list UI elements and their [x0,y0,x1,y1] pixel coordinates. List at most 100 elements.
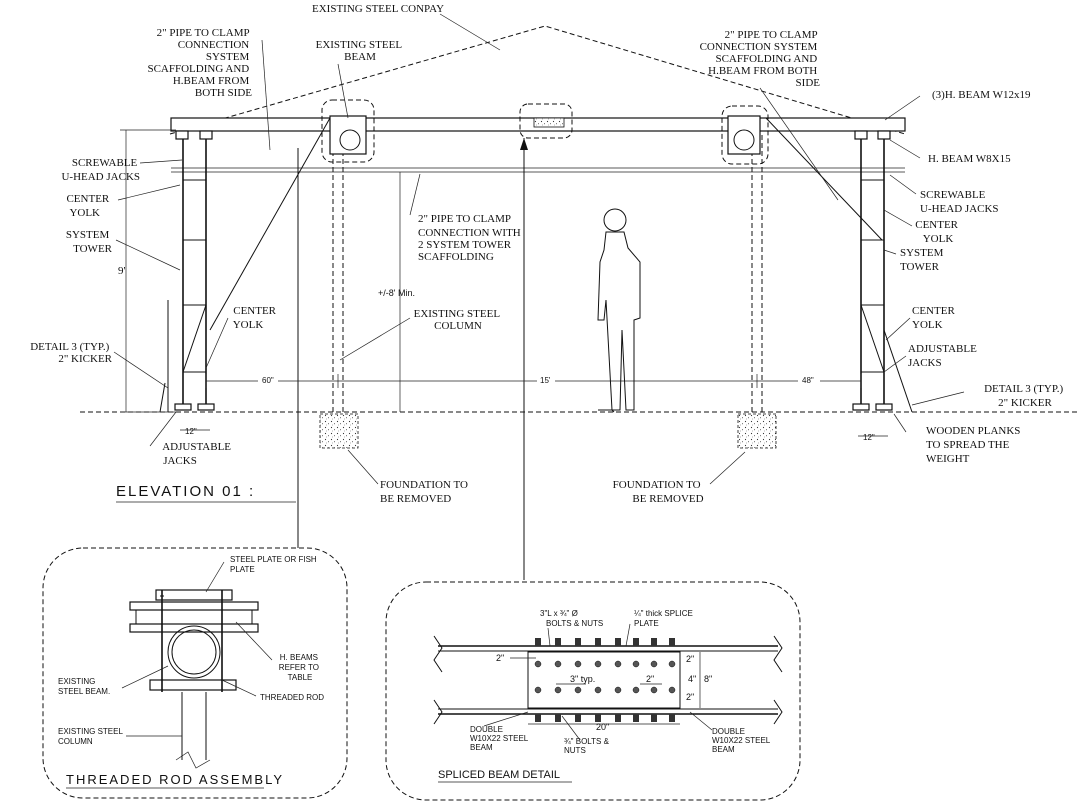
dim-splice-4: 4" [688,674,696,684]
bolt-hole [668,660,676,668]
dim-clear-height-text: +/-8' Min. [378,288,415,298]
bolt-hole [554,686,562,694]
bolt [669,638,675,646]
label-h-beam-w8: H. BEAM W8X15 [928,153,1011,165]
label-h-beams-table: H. BEAMS REFER TO TABLE [279,653,321,682]
bolt-hole [594,686,602,694]
label-steel-plate: STEEL PLATE OR FISH PLATE [230,555,319,574]
dim-base-right: 12" [863,433,875,442]
dim-splice-3-typ: 3" typ. [570,674,595,684]
dim-splice-2-r1: 2" [686,654,694,664]
dim-span-left: 60" [262,376,274,385]
label-center-yolk-left-bot: CENTER YOLK [233,305,279,331]
threaded-rod-title: THREADED ROD ASSEMBLY [66,772,284,787]
label-foundation-right: FOUNDATION TO BE REMOVED [613,479,704,505]
label-adj-jacks-right: ADJUSTABLE JACKS [908,343,980,369]
bolt-hole [554,660,562,668]
bolt [595,714,601,722]
label-system-tower-left: SYSTEM TOWER [66,229,113,255]
label-wooden-planks: WOODEN PLANKS TO SPREAD THE WEIGHT [926,425,1023,465]
existing-column-right [721,105,769,412]
label-tr-existing-beam: EXISTING STEEL BEAM. [58,677,110,696]
bolt [615,638,621,646]
dim-span-right: 48" [802,376,814,385]
bolt-hole [534,686,542,694]
label-uhead-right: SCREWABLE U-HEAD JACKS [920,189,999,215]
bolt-hole [614,660,622,668]
dim-base-left: 12" [185,427,197,436]
foundation-left [319,413,359,449]
bolt-hole [574,686,582,694]
bolt [615,714,621,722]
label-detail3-right: DETAIL 3 (TYP.) 2" KICKER [984,383,1066,409]
label-uhead-left: SCREWABLE U-HEAD JACKS [61,157,140,183]
bolt [575,638,581,646]
label-existing-beam: EXISTING STEEL BEAM [316,39,405,63]
bolts-row-top [535,638,675,646]
bolt [651,714,657,722]
label-center-yolk-right-bot: CENTER YOLK [912,305,958,331]
bolt-hole [650,686,658,694]
bolt [555,714,561,722]
label-system-tower-right: SYSTEM TOWER [900,247,946,273]
system-tower-left [159,117,331,413]
bolt-hole [650,660,658,668]
label-tr-existing-column: EXISTING STEEL COLUMN [58,727,125,746]
bolt [633,714,639,722]
dim-spans: 60" 15' 48" [205,374,862,388]
label-double-beam-right: DOUBLE W10X22 STEEL BEAM [712,727,772,754]
spliced-beam-detail: 3"L x ¾" Ø BOLTS & NUTS ¼" thick SPLICE … [385,581,801,801]
bolts-row-bottom [535,714,675,722]
foundation-right [737,413,777,449]
dim-splice-8: 8" [704,674,712,684]
bolt [595,638,601,646]
bolt [555,638,561,646]
bolt-hole [574,660,582,668]
label-detail3-left: DETAIL 3 (TYP.) 2" KICKER [30,341,112,365]
dim-splice-2-r2: 2" [686,692,694,702]
bolt [535,714,541,722]
dim-clear-height: +/-8' Min. [378,172,415,412]
leader-lines [113,13,965,485]
label-pipe-mid: 2" PIPE TO CLAMP CONNECTION WITH 2 SYSTE… [418,213,524,263]
label-pipe-right: 2" PIPE TO CLAMP CONNECTION SYSTEM SCAFF… [700,29,821,89]
bolt-holes [534,660,676,694]
label-bolts-bottom: ¾" BOLTS & NUTS [564,737,611,755]
label-double-beam-left: DOUBLE W10X22 STEEL BEAM [470,725,530,752]
bolt [633,638,639,646]
dim-splice-20: 20" [596,722,609,732]
bolt-hole [668,686,676,694]
elevation-view: 9' +/-8' Min. 60" 15' 48" 12" 12" [30,3,1080,580]
label-foundation-left: FOUNDATION TO BE REMOVED [380,479,471,505]
label-bolts-top: 3"L x ¾" Ø BOLTS & NUTS [540,609,603,628]
bolt-hole [632,686,640,694]
bolt [669,714,675,722]
spliced-beam-title: SPLICED BEAM DETAIL [438,769,560,781]
dim-splice-2-mid: 2" [646,674,654,684]
label-center-yolk-right-top: CENTER YOLK [915,219,961,245]
bolt [575,714,581,722]
existing-column-left [321,99,375,412]
label-center-yolk-left-top: CENTER YOLK [66,193,112,219]
threaded-rod-detail: STEEL PLATE OR FISH PLATE H. BEAMS REFER… [42,547,348,799]
system-tower-right [765,117,913,413]
bolt-hole [594,660,602,668]
existing-canopy-outline [169,25,906,135]
label-existing-column: EXISTING STEEL COLUMN [414,308,503,332]
label-splice-plate: ¼" thick SPLICE PLATE [634,609,695,628]
dim-height: 9' [118,129,176,413]
label-pipe-left: 2" PIPE TO CLAMP CONNECTION SYSTEM SCAFF… [147,27,252,99]
dim-span-mid: 15' [540,376,551,385]
bolt-hole [534,660,542,668]
bolt [535,638,541,646]
elevation-title: ELEVATION 01 : [116,483,255,500]
label-threaded-rod: THREADED ROD [260,693,324,702]
bolt-hole [632,660,640,668]
dim-splice-2-left: 2" [496,653,504,663]
label-h-beam-w12: (3)H. BEAM W12x19 [932,89,1031,101]
person-figure [597,208,641,413]
label-adj-jacks-left: ADJUSTABLE JACKS [162,441,234,467]
bolt [651,638,657,646]
dim-height-text: 9' [118,265,126,277]
